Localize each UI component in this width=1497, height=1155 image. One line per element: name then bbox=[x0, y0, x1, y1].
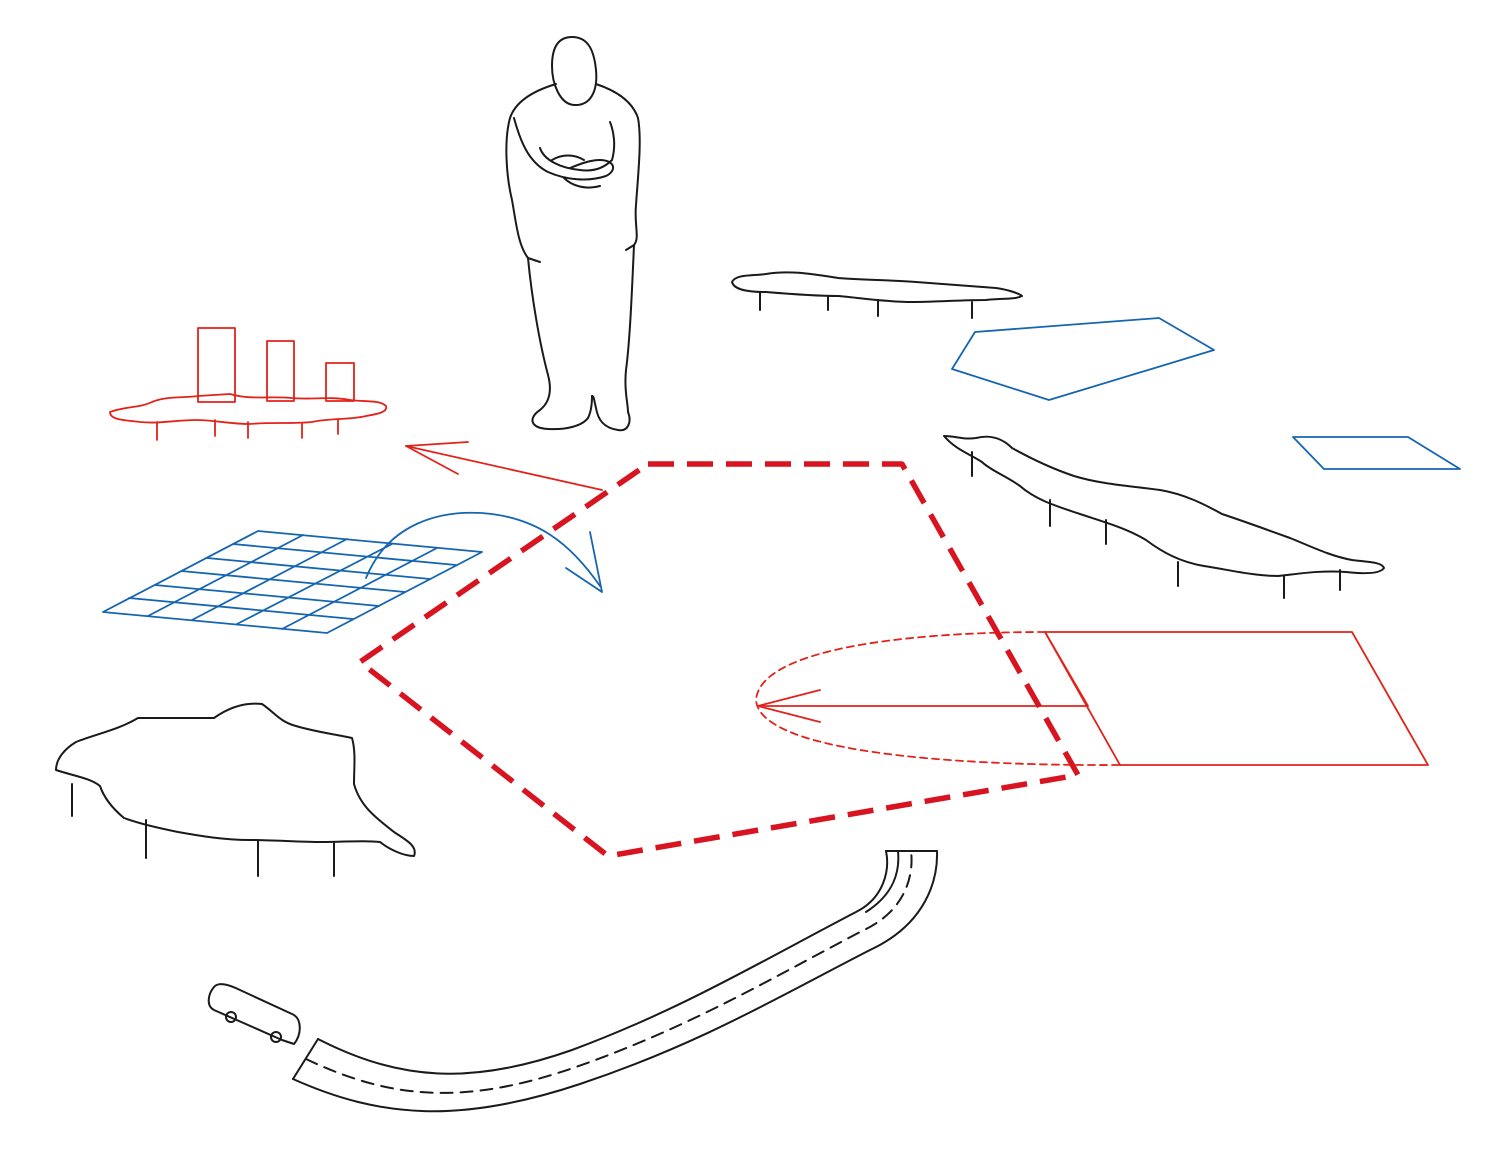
winding-terrain-ridge bbox=[943, 435, 1385, 599]
standing-person-figure bbox=[505, 36, 641, 432]
blue-parallelogram-shape bbox=[1292, 436, 1461, 470]
bus-vehicle bbox=[207, 983, 301, 1045]
dashed-red-boundary bbox=[357, 461, 1081, 859]
red-left-arrow bbox=[405, 441, 603, 491]
blue-perspective-grid bbox=[102, 530, 483, 634]
bar-column-2 bbox=[266, 340, 295, 402]
projection-rectangle bbox=[755, 631, 1429, 766]
bar-column-3 bbox=[325, 362, 355, 402]
bus-wheel-rear bbox=[270, 1031, 282, 1043]
thin-terrain-strip bbox=[731, 271, 1023, 319]
bus-wheel-front bbox=[225, 1011, 237, 1023]
blue-curved-arrow bbox=[365, 511, 603, 593]
bar-column-1 bbox=[197, 327, 236, 403]
curved-road bbox=[292, 850, 939, 1113]
red-terrain-with-bars bbox=[109, 327, 388, 441]
plateau-terrain bbox=[55, 702, 416, 877]
blue-pentagon-shape bbox=[951, 317, 1215, 401]
